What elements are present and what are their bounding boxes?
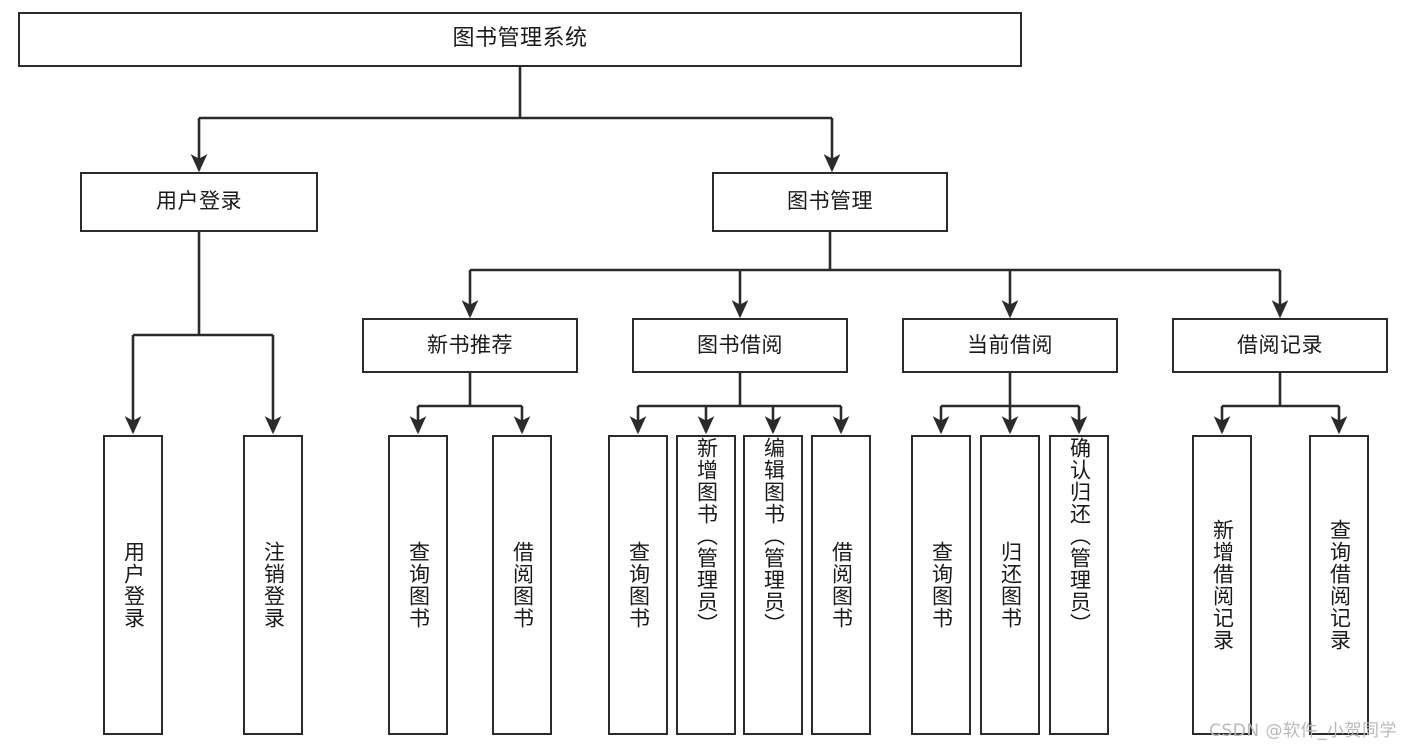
leaf-label-borrow-record-add: 新增借阅记录 <box>1210 519 1235 651</box>
node-label-new-book-recommend: 新书推荐 <box>427 332 513 357</box>
leaf-current-borrow-return[interactable]: 归还图书 <box>980 435 1040 735</box>
leaf-borrow-record-add[interactable]: 新增借阅记录 <box>1192 435 1252 735</box>
leaf-label-book-borrow-borrow: 借阅图书 <box>829 541 854 629</box>
leaf-book-borrow-borrow[interactable]: 借阅图书 <box>811 435 871 735</box>
node-new-book-recommend[interactable]: 新书推荐 <box>362 318 578 373</box>
leaf-label-book-borrow-edit: 编辑图书（管理员） <box>761 437 786 635</box>
leaf-current-borrow-confirm[interactable]: 确认归还（管理员） <box>1049 435 1109 735</box>
node-label-book-management: 图书管理 <box>787 189 873 214</box>
leaf-label-user-login-login: 用户登录 <box>121 541 146 629</box>
edge-newbook-to-leaves <box>409 373 531 435</box>
leaf-label-current-borrow-return: 归还图书 <box>998 541 1023 629</box>
node-borrow-record[interactable]: 借阅记录 <box>1172 318 1388 373</box>
leaf-label-book-borrow-add: 新增图书（管理员） <box>694 437 719 635</box>
edge-current-to-leaves <box>932 373 1088 435</box>
leaf-borrow-record-query[interactable]: 查询借阅记录 <box>1309 435 1369 735</box>
leaf-label-borrow-record-query: 查询借阅记录 <box>1327 519 1352 651</box>
node-current-borrow[interactable]: 当前借阅 <box>902 318 1118 373</box>
node-label-current-borrow: 当前借阅 <box>967 332 1053 357</box>
node-label-user-login: 用户登录 <box>156 189 242 214</box>
node-label-root: 图书管理系统 <box>452 26 588 52</box>
edge-bookmgmt-to-level2 <box>461 232 1289 319</box>
leaf-new-book-query[interactable]: 查询图书 <box>388 435 448 735</box>
leaf-label-new-book-query: 查询图书 <box>406 541 431 629</box>
node-book-borrow[interactable]: 图书借阅 <box>632 318 848 373</box>
node-label-borrow-record: 借阅记录 <box>1237 332 1323 357</box>
edge-userlogin-to-leaves <box>124 232 282 435</box>
leaf-label-current-borrow-confirm: 确认归还（管理员） <box>1067 437 1092 635</box>
node-book-management[interactable]: 图书管理 <box>712 172 948 232</box>
leaf-label-user-login-logout: 注销登录 <box>261 541 286 629</box>
leaf-book-borrow-edit[interactable]: 编辑图书（管理员） <box>743 435 803 735</box>
leaf-book-borrow-add[interactable]: 新增图书（管理员） <box>676 435 736 735</box>
edge-record-to-leaves <box>1213 373 1348 435</box>
leaf-book-borrow-query[interactable]: 查询图书 <box>608 435 668 735</box>
node-root-system[interactable]: 图书管理系统 <box>18 12 1022 67</box>
leaf-current-borrow-query[interactable]: 查询图书 <box>911 435 971 735</box>
leaf-label-book-borrow-query: 查询图书 <box>626 541 651 629</box>
leaf-new-book-borrow[interactable]: 借阅图书 <box>492 435 552 735</box>
leaf-user-login-login[interactable]: 用户登录 <box>103 435 163 735</box>
node-label-book-borrow: 图书借阅 <box>697 332 783 357</box>
edge-borrow-to-leaves <box>629 373 850 435</box>
edge-root-to-level1 <box>190 67 841 173</box>
leaf-user-login-logout[interactable]: 注销登录 <box>243 435 303 735</box>
node-user-login[interactable]: 用户登录 <box>80 172 318 232</box>
leaf-label-new-book-borrow: 借阅图书 <box>510 541 535 629</box>
leaf-label-current-borrow-query: 查询图书 <box>929 541 954 629</box>
